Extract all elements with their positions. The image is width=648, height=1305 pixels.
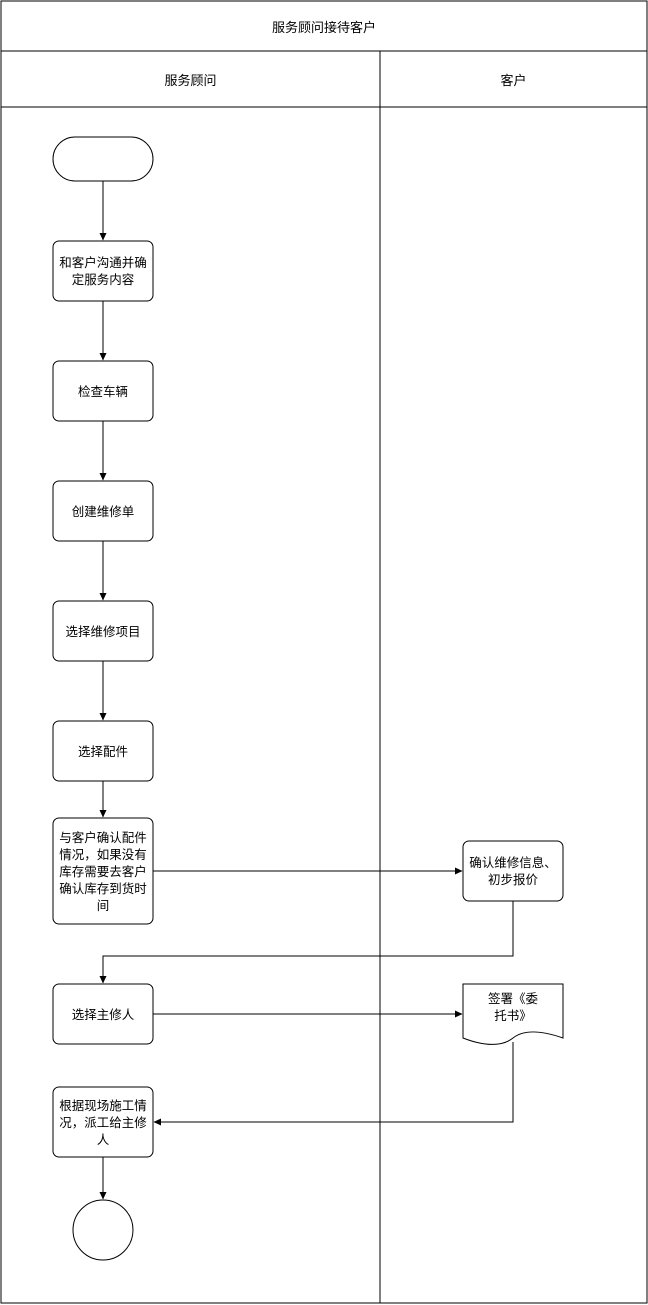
step-dispatch-label: 根据现场施工情况，派工给主修人 (59, 1097, 147, 1147)
end-event[interactable] (72, 1199, 134, 1261)
step-inspect-label: 检查车辆 (77, 383, 128, 399)
lane-title-customer: 客户 (500, 73, 527, 89)
lane-title-service-advisor: 服务顾问 (164, 73, 217, 89)
step-select-items-label: 选择维修项目 (65, 623, 141, 639)
step-sign-contract-label: 签署《委托书》 (487, 991, 538, 1023)
step-communicate-label: 和客户沟通并确定服务内容 (59, 255, 147, 287)
step-select-parts-label: 选择配件 (77, 743, 128, 759)
document-shape[interactable] (462, 983, 564, 1045)
step-confirm-parts-label: 与客户确认配件情况，如果没有库存需要去客户确认库存到货时间 (59, 829, 147, 913)
step-customer-confirm-label: 确认维修信息、初步报价 (469, 855, 557, 887)
step-select-mechanic-label: 选择主修人 (71, 1006, 135, 1022)
pool-title: 服务顾问接待客户 (271, 20, 376, 36)
connector-sign-to-dispatch (153, 1042, 514, 1126)
connector-customer-to-mechanic (99, 901, 514, 984)
step-create-order-label: 创建维修单 (71, 503, 135, 519)
start-event[interactable] (52, 136, 154, 182)
